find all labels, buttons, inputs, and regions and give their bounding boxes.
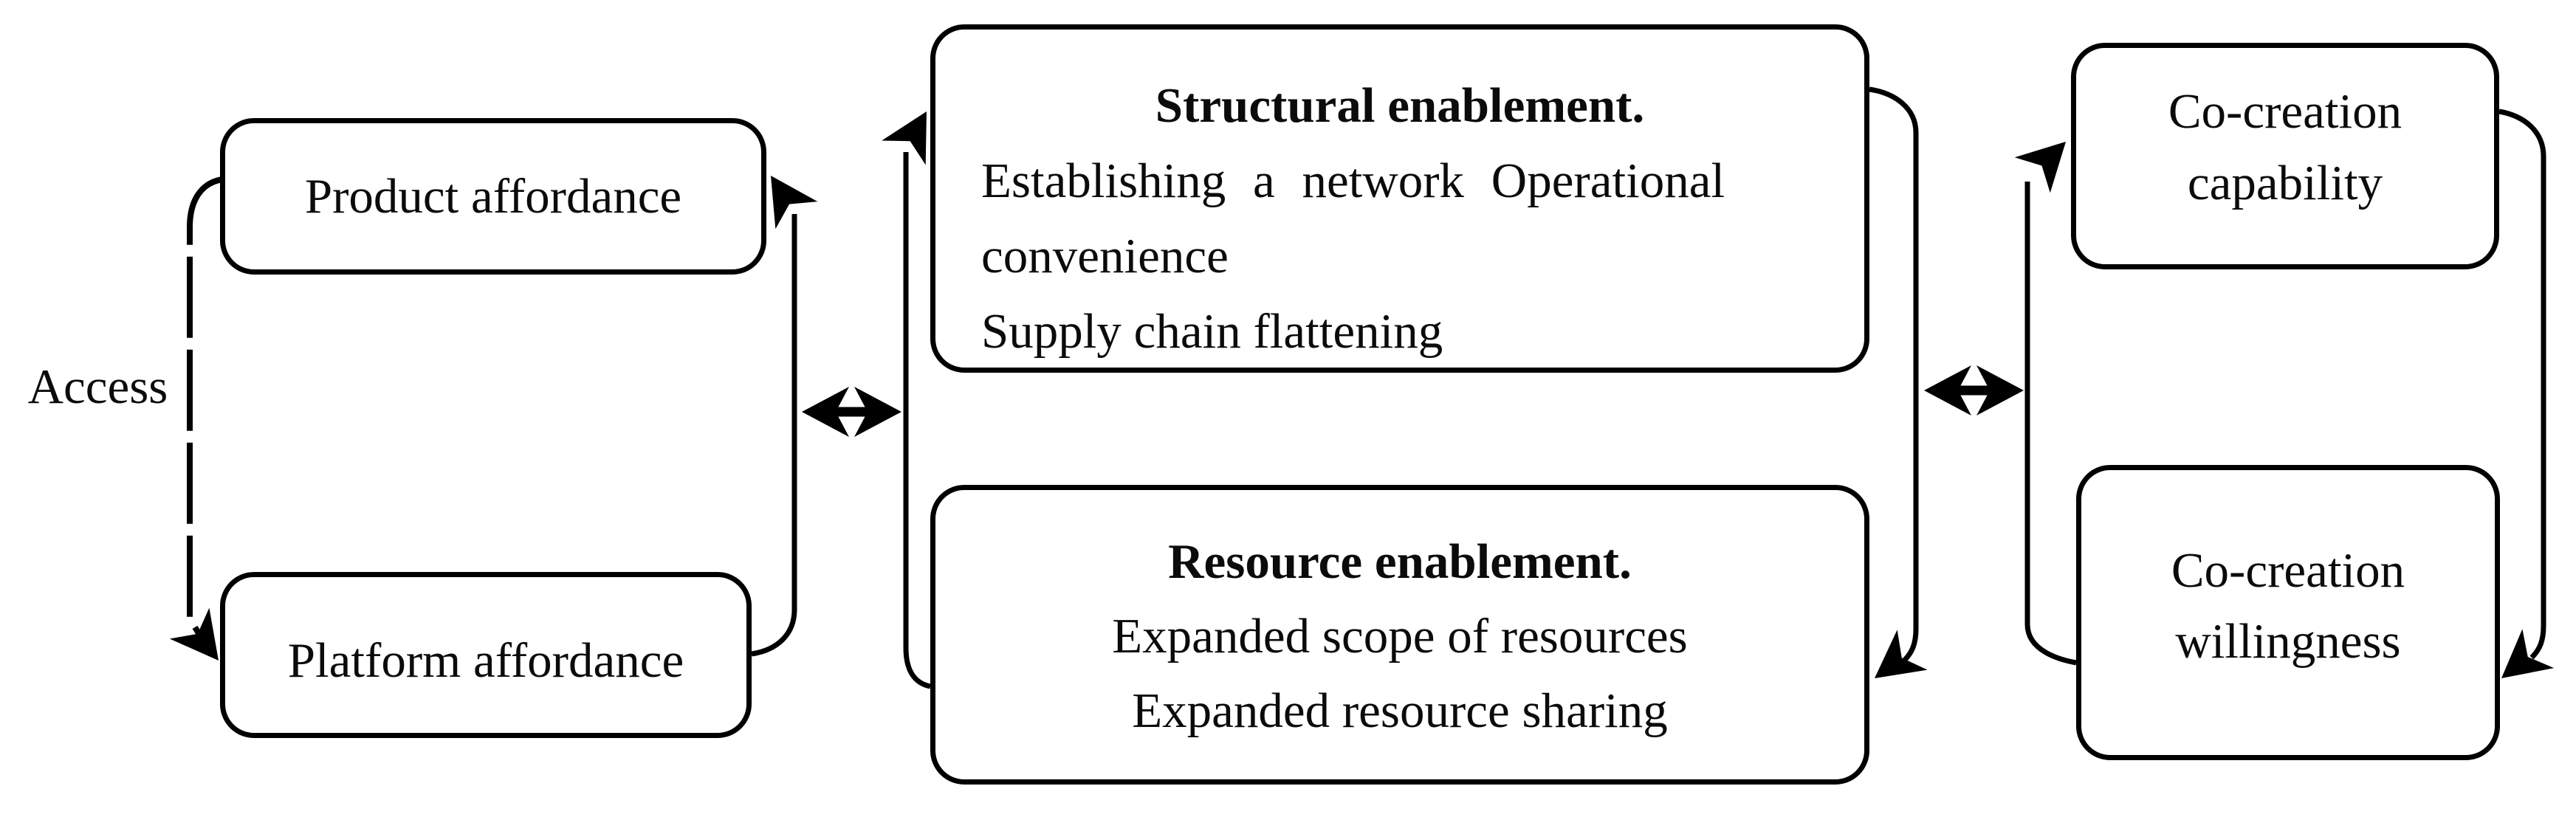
platform-affordance-label: Platform affordance (287, 632, 684, 688)
co-creation-willingness-line: willingness (2175, 614, 2401, 669)
structural-enablement-line: convenience (981, 229, 1229, 283)
structural-enablement-line: Establishing a network Operational (981, 154, 1725, 208)
enablement-cocreation-bidirectional-arrow (1924, 365, 2024, 416)
resource-enablement-line: Expanded resource sharing (1132, 683, 1668, 738)
product-affordance-box: Product affordance (220, 118, 766, 275)
affordance-enablement-bidirectional-arrow (802, 387, 901, 437)
resource-enablement-title: Resource enablement. (1168, 534, 1632, 589)
co-creation-capability-line: capability (2187, 156, 2383, 210)
platform-to-product-arrow (749, 162, 818, 657)
resource-enablement-box: Resource enablement. Expanded scope of r… (930, 485, 1869, 785)
co-creation-capability-box: Co-creation capability (2071, 43, 2499, 269)
capability-to-willingness-arrow (2485, 108, 2555, 698)
resource-to-structural-arrow (882, 99, 949, 689)
resource-enablement-line: Expanded scope of resources (1112, 609, 1688, 663)
access-label: Access (27, 359, 168, 414)
co-creation-willingness-box: Co-creation willingness (2076, 465, 2500, 760)
structural-enablement-line: Supply chain flattening (981, 304, 1443, 359)
access-arrow (169, 176, 238, 676)
product-affordance-label: Product affordance (304, 169, 682, 224)
structural-to-resource-arrow (1859, 86, 1928, 699)
structural-enablement-box: Structural enablement. Establishing a ne… (930, 24, 1869, 373)
co-creation-willingness-line: Co-creation (2171, 543, 2405, 598)
structural-enablement-title: Structural enablement. (1155, 78, 1645, 133)
willingness-to-capability-arrow (2014, 123, 2084, 666)
co-creation-capability-line: Co-creation (2168, 84, 2402, 139)
platform-affordance-box: Platform affordance (220, 572, 752, 738)
